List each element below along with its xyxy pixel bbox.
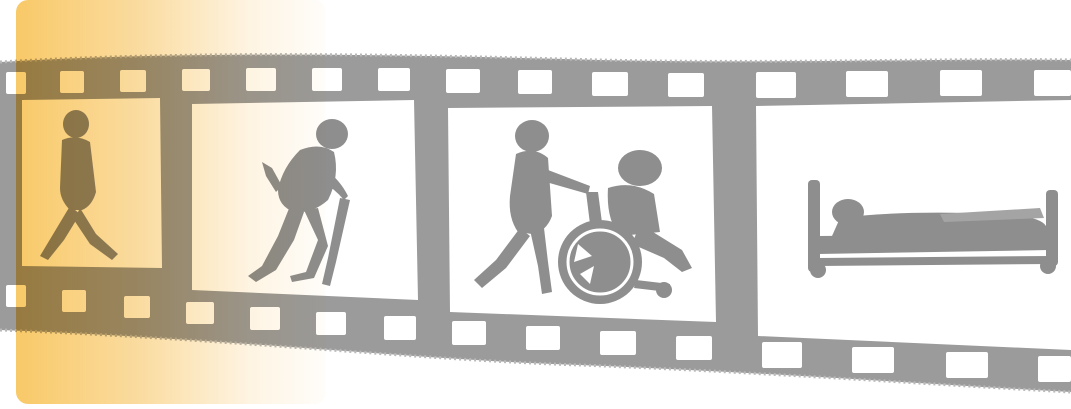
highlight-overlay bbox=[16, 0, 326, 404]
